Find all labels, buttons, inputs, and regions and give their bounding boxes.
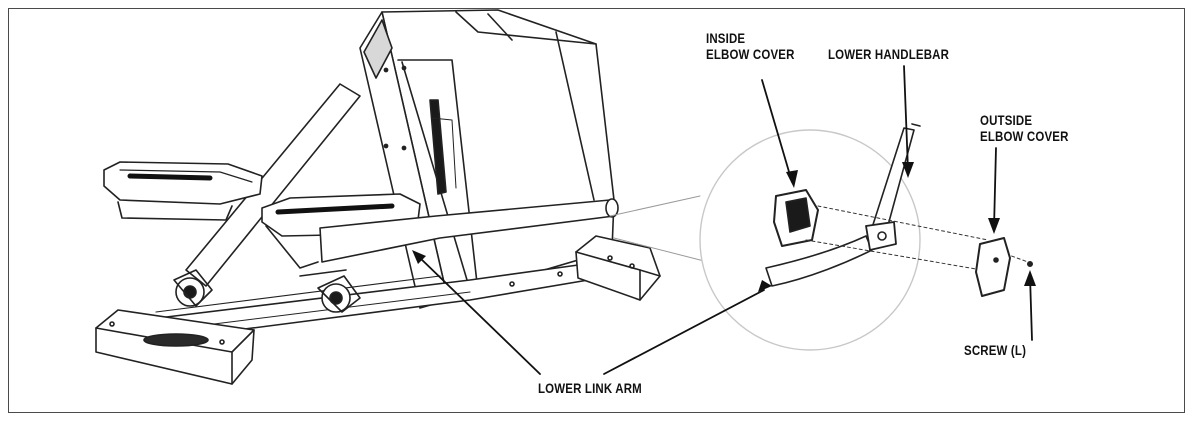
outside-elbow-cover-label-line1: OUTSIDE — [980, 112, 1033, 128]
callout-arrows — [417, 65, 1033, 375]
right-pedal-assembly — [261, 193, 619, 313]
screw-label: SCREW (L) — [964, 342, 1027, 358]
outside-elbow-cover-part — [975, 237, 1011, 297]
console-housing — [359, 9, 615, 309]
rear-stabilizer — [95, 309, 255, 385]
lower-link-arm-label: LOWER LINK ARM — [538, 380, 642, 396]
left-pedal-assembly — [103, 83, 361, 307]
arrowhead — [786, 170, 798, 188]
detail-leader — [609, 195, 701, 217]
inside-elbow-cover-label-line2: ELBOW COVER — [706, 46, 795, 62]
inside-elbow-cover-label-line1: INSIDE — [706, 30, 746, 46]
inside-elbow-cover-part — [773, 189, 819, 247]
screw-part — [1027, 260, 1034, 267]
outside-elbow-cover-label-line2: ELBOW COVER — [980, 128, 1069, 144]
front-stabilizer — [575, 235, 661, 301]
alignment-lines — [805, 205, 1029, 271]
lower-handlebar-label: LOWER HANDLEBAR — [828, 46, 950, 62]
